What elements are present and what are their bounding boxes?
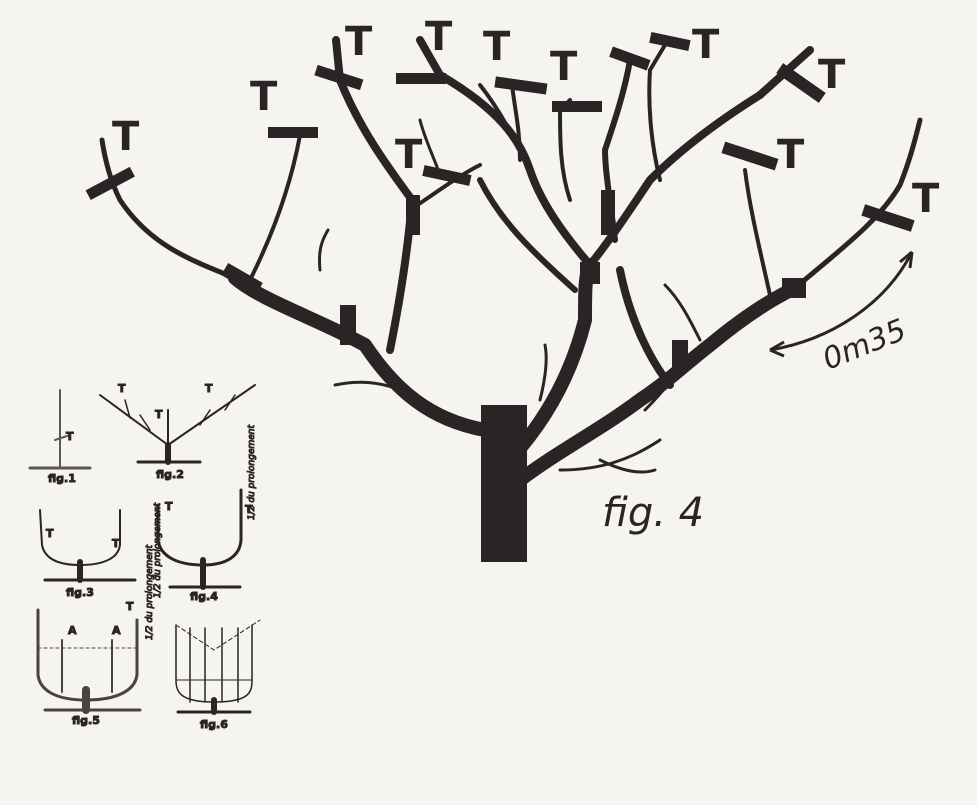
thumb-caption-fig3: fig.3 [66, 586, 94, 599]
cut-marker-label: T [550, 44, 578, 90]
thumb-fig1 [28, 389, 92, 470]
cut-marker-label: T [425, 14, 453, 60]
cut-marker-label: T [483, 24, 511, 70]
cut-bar [494, 76, 548, 95]
thumbnails: T fig.1 T T T fig.2 T T fig.3 [28, 382, 261, 732]
cut-bar [861, 204, 915, 232]
cut-bar [221, 262, 263, 296]
cut-marker-label: T [818, 52, 846, 98]
cut-bar [340, 305, 356, 345]
cut-marker-label: T [345, 19, 373, 65]
measurement-arrow [769, 250, 914, 358]
thumb-marker: T [112, 537, 120, 550]
cut-marker-label: T [777, 132, 805, 178]
thumb-note: 1/2 du prolongement [145, 544, 155, 640]
right-limb-tip [792, 117, 923, 291]
thumb-fig4 [156, 488, 243, 590]
cut-bar [314, 64, 364, 91]
cut-bar [609, 46, 651, 71]
thumb-caption-fig4: fig.4 [190, 590, 218, 603]
cut-bar [552, 101, 602, 112]
thumb-marker: A [112, 624, 121, 637]
cut-marker-label: T [250, 74, 278, 120]
thumb-marker: T [46, 527, 54, 540]
main-tree [99, 36, 923, 562]
thumb-caption-fig2: fig.2 [156, 468, 184, 481]
thumb-fig5 [36, 608, 142, 714]
thumb-fig2 [99, 384, 256, 465]
cut-bar [782, 278, 806, 298]
cut-marker-label: T [912, 176, 940, 222]
left-main-limb [228, 271, 492, 437]
cut-marker-label: T [395, 132, 423, 178]
cut-bars [85, 31, 915, 370]
thumb-note: 1/2 du prolongement [153, 502, 163, 598]
thumb-caption-fig5: fig.5 [72, 714, 100, 727]
cut-marker-label: T [112, 114, 140, 160]
thumb-fig3 [39, 509, 137, 583]
cut-markers: T T T T T T T T T T T [112, 14, 940, 222]
left-upper-branch [332, 36, 416, 354]
thumb-marker: T [205, 382, 213, 395]
measurement-label: 0m35 [818, 313, 911, 378]
thumb-marker: T [66, 430, 74, 443]
cut-bar [672, 340, 688, 370]
cut-bar [649, 31, 691, 52]
right-main-limb [513, 281, 802, 487]
cut-bar [422, 165, 472, 186]
cut-bar [721, 141, 779, 171]
cut-marker-label: T [692, 22, 720, 68]
thumb-marker: T [126, 600, 134, 613]
cut-bar [396, 73, 446, 84]
thumb-fig6 [175, 619, 261, 715]
thumb-marker: T [165, 500, 173, 513]
thumb-marker: T [155, 408, 163, 421]
thumb-caption-fig6: fig.6 [200, 718, 228, 731]
cut-bar [85, 166, 135, 201]
cut-bar [580, 262, 600, 284]
left-limb-tip [99, 137, 238, 281]
thumb-note: 1/2 du prolongement [247, 424, 257, 520]
thumb-caption-fig1: fig.1 [48, 472, 76, 485]
thumb-marker: T [118, 382, 126, 395]
thumb-marker: A [68, 624, 77, 637]
main-figure-caption: fig. 4 [602, 490, 704, 536]
cut-bar [268, 127, 318, 138]
thumb-marker: T [245, 503, 253, 516]
cut-bar [406, 195, 420, 235]
cut-bar [776, 63, 826, 103]
